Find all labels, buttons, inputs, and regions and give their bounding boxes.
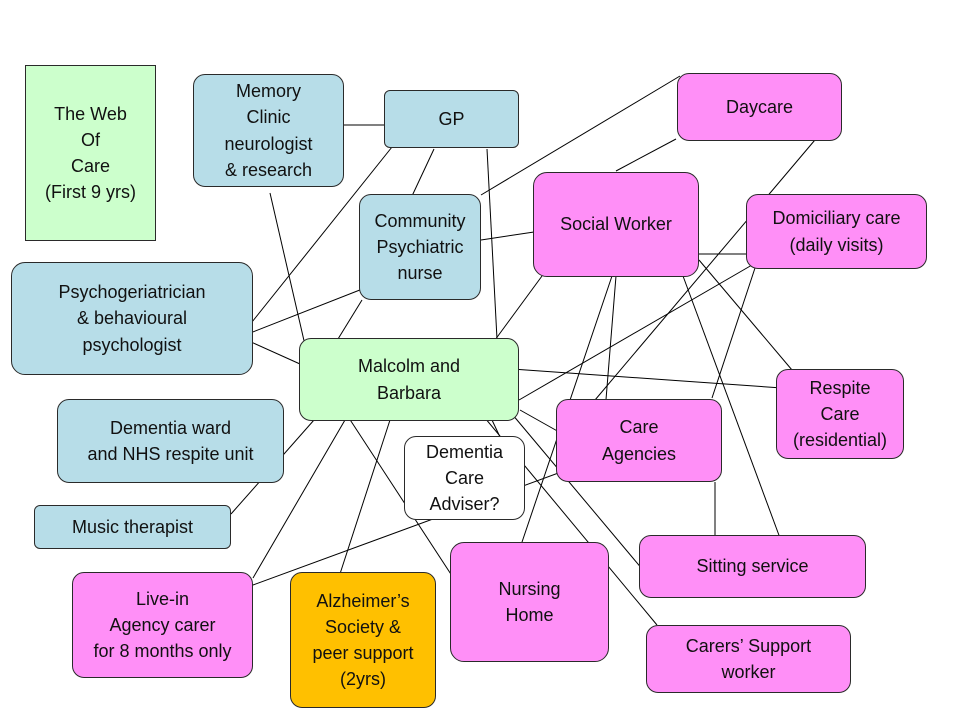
node-label: Agency carer: [109, 614, 216, 635]
link-community-nurse-malcolm: [337, 299, 363, 340]
node-carers-support-worker: Carers’ Support worker: [646, 625, 851, 693]
node-sitting-service: Sitting service: [639, 535, 866, 598]
node-daycare: Daycare: [677, 73, 842, 141]
node-label: Home: [505, 605, 554, 625]
node-label: Care: [820, 403, 860, 424]
link-gp-psychogeriatrician: [239, 146, 393, 338]
link-gp-community-nurse: [411, 148, 435, 197]
link-malcolm-respite: [511, 368, 783, 389]
link-malcolm-live-in-carer: [252, 419, 346, 579]
node-live-in-agency-carer: Live-in Agency carer for 8 months only: [72, 572, 253, 678]
node-label: Carers’ Support: [685, 635, 812, 656]
node-care-agencies: Care Agencies: [556, 399, 722, 482]
link-malcolm-nursing-home: [344, 411, 459, 586]
title-line: The Web: [54, 103, 127, 124]
link-social-worker-respite: [698, 259, 793, 371]
link-community-nurse-psychogeriatrician: [239, 285, 371, 338]
node-respite-care: Respite Care (residential): [776, 369, 904, 459]
link-community-nurse-social-worker: [480, 231, 535, 241]
node-label: and NHS respite unit: [87, 444, 254, 464]
node-label: Social Worker: [560, 214, 672, 235]
node-dementia-care-adviser: Dementia Care Adviser?: [404, 436, 525, 520]
node-label: Society &: [324, 616, 402, 637]
node-label: (residential): [792, 430, 888, 451]
link-domiciliary-sitting-service: [711, 267, 756, 399]
node-label: neurologist: [224, 133, 313, 154]
link-social-worker-sitting-service: [682, 275, 781, 539]
node-label: Live-in: [135, 588, 190, 609]
node-label: Clinic: [246, 107, 291, 128]
node-label: peer support: [312, 643, 414, 663]
node-label: GP: [438, 108, 465, 129]
node-label: nurse: [397, 263, 443, 284]
node-label: Sitting service: [696, 556, 809, 577]
node-label: Care: [619, 417, 659, 438]
node-label: Dementia: [425, 441, 504, 462]
node-label: psychologist: [82, 334, 182, 355]
node-domiciliary-care: Domiciliary care (daily visits): [746, 194, 927, 269]
node-label: & research: [224, 159, 313, 180]
node-label: Domiciliary care: [772, 208, 901, 229]
node-label: Psychiatric: [376, 236, 464, 257]
link-daycare-community-nurse: [480, 75, 681, 196]
link-domiciliary-malcolm: [518, 264, 753, 401]
node-music-therapist: Music therapist: [34, 505, 231, 549]
link-social-worker-care-agencies: [604, 275, 617, 413]
node-label: Nursing: [498, 578, 561, 599]
node-label: Psychogeriatrician: [58, 282, 206, 303]
node-social-worker: Social Worker: [533, 172, 699, 277]
node-label: Community: [374, 210, 466, 231]
node-label: worker: [721, 662, 776, 682]
link-malcolm-alzheimers-society: [337, 419, 391, 581]
node-malcolm-and-barbara: Malcolm and Barbara: [299, 338, 519, 421]
link-daycare-nursing-home: [594, 133, 821, 401]
node-community-psychiatric-nurse: Community Psychiatric nurse: [359, 194, 481, 300]
node-label: Barbara: [376, 382, 442, 403]
node-gp: GP: [384, 90, 519, 148]
title-line: (First 9 yrs): [45, 182, 136, 203]
node-nursing-home: Nursing Home: [450, 542, 609, 662]
node-psychogeriatrician: Psychogeriatrician & behavioural psychol…: [11, 262, 253, 375]
node-label: Dementia ward: [109, 417, 232, 438]
node-memory-clinic: Memory Clinic neurologist & research: [193, 74, 344, 187]
node-label: & behavioural: [76, 308, 188, 329]
link-malcolm-sitting-service: [511, 413, 644, 571]
node-label: Alzheimer’s: [316, 590, 410, 611]
node-label: Agencies: [601, 443, 677, 464]
link-gp-malcolm: [486, 148, 498, 340]
node-alzheimers-society: Alzheimer’s Society & peer support (2yrs…: [290, 572, 436, 708]
node-label: Care: [444, 467, 484, 488]
diagram-title-box: The Web Of Care (First 9 yrs): [25, 65, 156, 241]
link-memory-clinic-malcolm: [269, 192, 306, 346]
node-label: Daycare: [725, 96, 794, 117]
node-label: (daily visits): [789, 234, 884, 255]
node-label: for 8 months only: [93, 641, 232, 662]
node-label: Respite: [809, 377, 871, 398]
node-label: Adviser?: [429, 494, 500, 515]
node-label: Memory: [235, 81, 301, 102]
link-social-worker-malcolm: [494, 275, 543, 341]
node-label: Music therapist: [71, 516, 194, 537]
node-label: Malcolm and: [357, 356, 461, 377]
node-label: (2yrs): [340, 669, 386, 690]
link-daycare-social-worker: [615, 138, 677, 172]
title-line: Of: [80, 129, 100, 150]
title-line: Care: [70, 156, 110, 176]
node-dementia-ward: Dementia ward and NHS respite unit: [57, 399, 284, 483]
